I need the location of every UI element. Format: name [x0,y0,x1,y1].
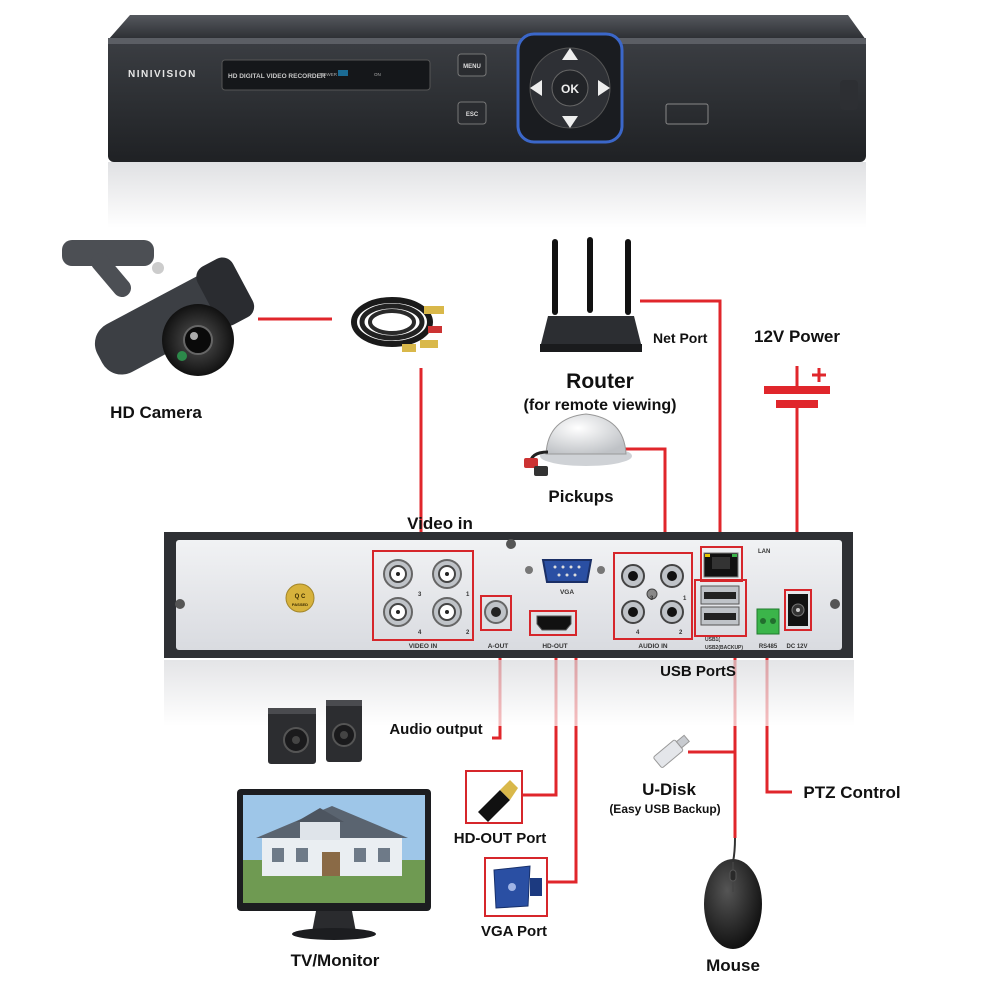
dvr-back-panel: Q C PASSED 3 1 4 2 VIDEO IN [164,532,854,726]
dvr-display-window [221,59,431,91]
vga-port-label: VGA Port [481,923,547,940]
usb2-port[interactable] [700,606,740,626]
lan-panel-label: LAN [758,549,770,555]
qc-passed-sticker: Q C PASSED [285,583,315,613]
mouse-icon [704,837,762,949]
microphone-pickup-icon [524,413,632,476]
front-vent [840,80,858,110]
right-arrow-icon[interactable] [598,80,610,96]
navigation-dpad[interactable]: OK [516,32,624,144]
lan-port[interactable] [703,552,739,578]
audio-ch3: 3 [650,596,654,602]
audio-in-panel-label: AUDIO IN [638,643,668,650]
video-ch2: 2 [466,630,470,636]
udisk-sub-label: (Easy USB Backup) [609,802,720,816]
dc-highlight [784,589,812,631]
audio-in-port-1[interactable] [660,564,684,588]
audio-in-port-4[interactable] [621,600,645,624]
tv-monitor-label: TV/Monitor [291,951,380,970]
screw-right [830,599,840,609]
audio-ch1: 1 [683,596,687,602]
vga-port[interactable] [541,559,593,583]
ptz-control-label: PTZ Control [803,783,900,802]
screw-left [175,599,185,609]
video-in-label: Video in [407,514,473,533]
aout-highlight [480,595,512,631]
aout-panel-label: A-OUT [488,643,509,650]
usb2-panel-label: USB2(BACKUP) [705,645,743,651]
speakers-icon [268,700,362,764]
video-in-highlight [372,550,474,641]
router-icon [540,237,642,352]
video-cable-icon [351,297,444,352]
usb-ports-label: USB PortS [660,663,736,680]
ok-button-label: OK [561,82,579,96]
svg-text:Q C: Q C [295,594,306,600]
esc-button-label: ESC [466,112,479,118]
usb-door [665,103,709,125]
hdout-highlight [529,610,577,636]
menu-button[interactable]: MENU [457,53,487,77]
dvr-brand-logo: NINIVISION [128,69,197,80]
tv-monitor-icon [237,789,431,940]
screw-top [506,539,516,549]
audio-ch4: 4 [636,630,640,636]
video-ch1: 1 [466,592,470,598]
down-arrow-icon[interactable] [562,116,578,128]
on-indicator-label: ON [374,72,381,77]
video-ch3: 3 [418,592,422,598]
hd-camera-label: HD Camera [110,403,202,422]
ground-screw [646,588,658,600]
pickups-label: Pickups [548,487,613,506]
video-ch4: 4 [418,630,422,636]
video-in-port-2[interactable] [432,597,462,627]
dc-power-jack[interactable] [788,594,808,626]
vga-cable-highlight [484,857,548,917]
hd-camera-icon [62,240,255,376]
video-in-panel-label: VIDEO IN [409,643,438,650]
audio-in-highlight [613,552,693,640]
usb-flash-drive-icon [653,734,690,768]
usb1-panel-label: USB1( [705,637,720,643]
video-in-port-4[interactable] [383,597,413,627]
hdmi-cable-highlight [465,770,523,824]
vga-panel-label: VGA [560,589,574,596]
rs485-panel-label: RS485 [759,644,778,650]
rs485-terminal[interactable] [756,608,780,635]
left-arrow-icon[interactable] [530,80,542,96]
net-port-label: Net Port [653,330,708,346]
dvr-front-unit: NINIVISION HD DIGITAL VIDEO RECORDER POW… [108,15,866,228]
menu-button-label: MENU [463,64,481,70]
vga-cable-icon [493,865,542,909]
hdout-panel-label: HD-OUT [542,643,567,650]
battery-icon [764,366,830,430]
mouse-label: Mouse [706,956,760,975]
dvr-panel-text: HD DIGITAL VIDEO RECORDER [228,73,326,80]
power-led [338,70,348,76]
esc-button[interactable]: ESC [457,101,487,125]
audio-out-port[interactable] [484,600,508,624]
ok-button[interactable] [551,69,589,107]
audio-ch2: 2 [679,630,683,636]
usb1-port[interactable] [700,585,740,605]
video-in-port-1[interactable] [432,559,462,589]
power-indicator-label: POWER [320,72,338,77]
hdmi-cable-icon [478,780,518,822]
usb-highlight [694,579,747,637]
audio-in-port-2[interactable] [660,600,684,624]
up-arrow-icon[interactable] [562,48,578,60]
hdout-port-label: HD-OUT Port [454,830,547,847]
hdmi-port[interactable] [536,615,572,631]
dc-panel-label: DC 12V [786,644,807,650]
svg-text:PASSED: PASSED [292,602,308,607]
video-in-port-3[interactable] [383,559,413,589]
router-sub-label: (for remote viewing) [524,397,677,414]
audio-in-port-3[interactable] [621,564,645,588]
audio-output-label: Audio output [389,721,482,738]
power-12v-label: 12V Power [754,327,840,346]
udisk-label: U-Disk [642,780,696,799]
router-label: Router [566,370,634,393]
